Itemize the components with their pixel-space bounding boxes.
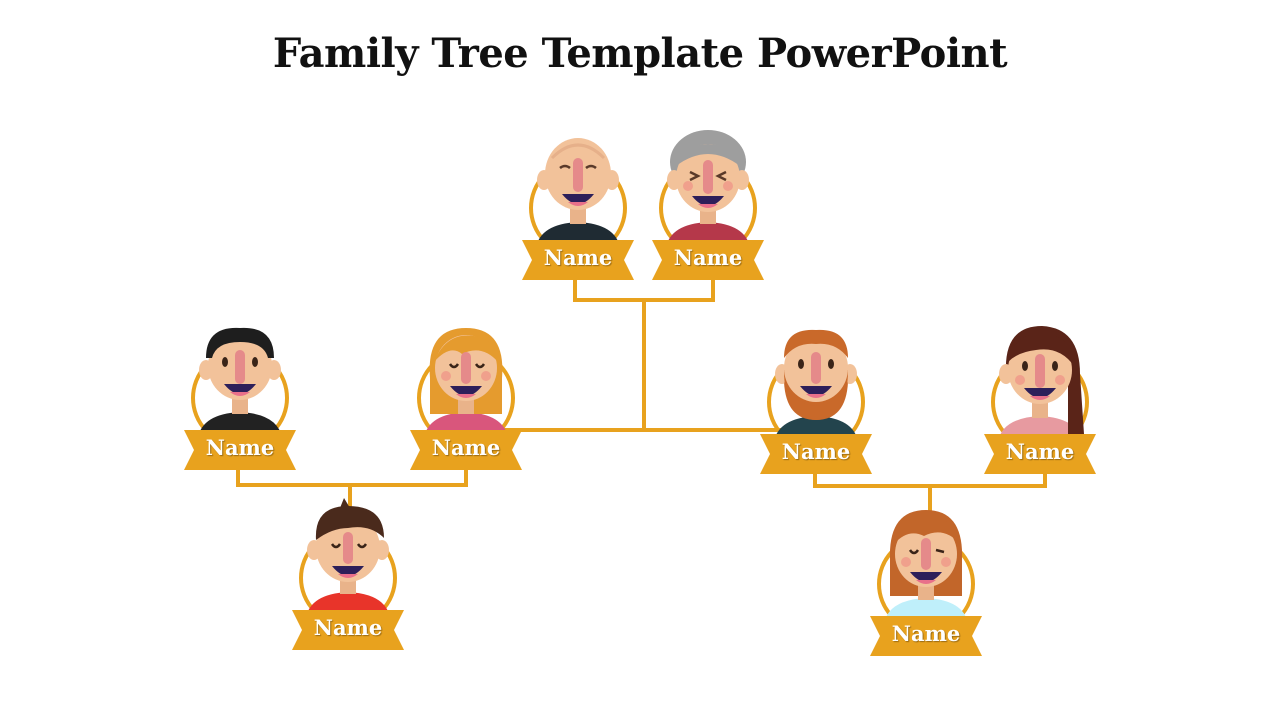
daughter-name-banner[interactable]: Name <box>866 612 986 660</box>
member-mother: Name <box>406 318 526 478</box>
grandfather-name-label: Name <box>543 245 613 270</box>
father-name-label: Name <box>205 435 275 460</box>
member-uncle: Name <box>756 322 876 482</box>
son-name-banner[interactable]: Name <box>288 606 408 654</box>
slide-title: Family Tree Template PowerPoint <box>272 30 1008 77</box>
son-avatar <box>299 498 397 618</box>
mother-name-label: Name <box>431 435 501 460</box>
mother-avatar <box>417 328 515 438</box>
member-daughter: Name <box>866 504 986 664</box>
grandmother-avatar <box>659 130 757 248</box>
father-avatar <box>191 327 289 438</box>
member-aunt: Name <box>980 322 1100 482</box>
aunt-name-banner[interactable]: Name <box>980 430 1100 478</box>
member-grandfather: Name <box>518 128 638 288</box>
father-name-banner[interactable]: Name <box>180 426 300 474</box>
uncle-name-banner[interactable]: Name <box>756 430 876 478</box>
son-name-label: Name <box>313 615 383 640</box>
daughter-name-label: Name <box>891 621 961 646</box>
uncle-avatar <box>767 329 865 442</box>
uncle-name-label: Name <box>781 439 851 464</box>
aunt-name-label: Name <box>1005 439 1075 464</box>
daughter-avatar <box>877 510 975 624</box>
member-grandmother: Name <box>648 128 768 288</box>
grandmother-name-label: Name <box>673 245 743 270</box>
grandfather-avatar <box>529 138 627 248</box>
member-father: Name <box>180 318 300 478</box>
member-son: Name <box>288 498 408 658</box>
grandfather-name-banner[interactable]: Name <box>518 236 638 284</box>
aunt-avatar <box>991 326 1089 442</box>
mother-name-banner[interactable]: Name <box>406 426 526 474</box>
grandmother-name-banner[interactable]: Name <box>648 236 768 284</box>
